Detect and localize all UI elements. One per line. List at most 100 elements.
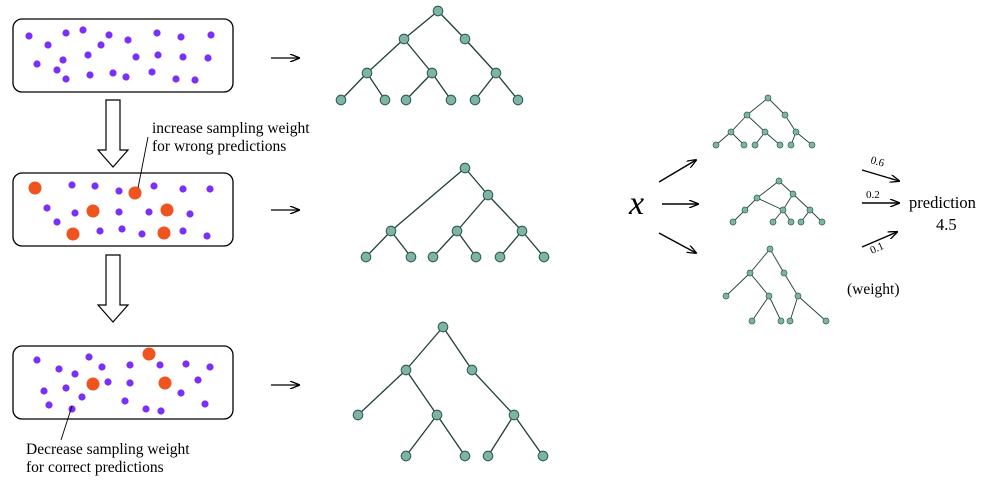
- tree-node: [806, 206, 814, 214]
- sample-dot: [150, 182, 158, 190]
- tree-edge: [730, 114, 748, 133]
- tree-edge: [797, 295, 827, 322]
- input-arrows: [658, 160, 698, 253]
- sample-dot: [25, 32, 33, 40]
- tree-node: [808, 141, 816, 149]
- sample-dots: [25, 26, 215, 415]
- tree-edge: [357, 369, 407, 416]
- tree-node: [780, 269, 788, 277]
- tree-node: [335, 94, 347, 106]
- sample-dot: [126, 379, 134, 387]
- sample-dot: [33, 356, 41, 364]
- sample-dot: [84, 51, 92, 59]
- sample-dot: [45, 401, 53, 409]
- sample-dot: [145, 208, 153, 216]
- tree-node: [789, 190, 797, 198]
- tree-node: [751, 141, 759, 149]
- tree-node: [748, 317, 756, 325]
- tree-node: [361, 67, 373, 79]
- tree-edge: [487, 194, 523, 232]
- tree-node: [746, 269, 754, 277]
- tree-edge: [456, 194, 489, 232]
- sample-dot: [115, 187, 123, 195]
- tree-node: [781, 111, 789, 119]
- sample-dot: [204, 54, 212, 62]
- weight-arrow-top: [861, 169, 899, 181]
- input-symbol: x: [628, 185, 644, 222]
- reweighted-sample-dot: [128, 186, 142, 200]
- sample-dot: [68, 181, 76, 189]
- tree-edge: [768, 295, 782, 322]
- tree-node: [445, 94, 457, 106]
- tree-3: [352, 321, 549, 462]
- sample-dot: [179, 53, 187, 61]
- tree-node: [777, 317, 785, 325]
- tree-edge: [340, 72, 368, 101]
- tree-edge: [499, 230, 523, 258]
- sample-dot: [62, 29, 70, 37]
- tree-edge: [366, 38, 405, 74]
- tree-node: [776, 141, 784, 149]
- sample-dot: [55, 365, 63, 373]
- tree-node: [512, 94, 524, 106]
- reweighted-sample-dot: [160, 203, 174, 217]
- sample-dot: [122, 73, 130, 81]
- sample-dot: [71, 370, 79, 378]
- tree-edge: [431, 72, 452, 101]
- down-arrow-2: [96, 254, 130, 323]
- ensemble-tree-3: [722, 245, 830, 325]
- reweighted-sample-dot: [158, 376, 172, 390]
- tree-node: [727, 128, 735, 136]
- tree-edge: [751, 295, 770, 322]
- sample-dot: [44, 41, 52, 49]
- tree-node: [508, 409, 520, 421]
- prediction-value: 4.5: [936, 215, 957, 234]
- tree-edge: [464, 167, 489, 196]
- sample-dot: [156, 361, 164, 369]
- tree-node: [405, 251, 417, 263]
- sample-dot: [43, 204, 51, 212]
- tree-edge: [783, 272, 799, 297]
- sample-dot: [59, 56, 67, 64]
- sample-dot: [118, 225, 126, 233]
- sample-dot: [138, 230, 146, 238]
- sample-dot: [194, 376, 202, 384]
- tree-edge: [756, 180, 780, 199]
- tree-node: [379, 94, 391, 106]
- sample-dot: [207, 31, 215, 39]
- tree-edge: [442, 326, 473, 371]
- sample-dot: [105, 31, 113, 39]
- increase-label-line1: increase sampling weight: [152, 120, 310, 137]
- sample-dot: [177, 389, 185, 397]
- tree-node: [786, 317, 794, 325]
- tree-node: [466, 364, 478, 376]
- tree-node: [482, 189, 494, 201]
- reweighted-sample-dot: [142, 347, 156, 361]
- tree-node: [729, 218, 737, 226]
- tree-node: [459, 33, 471, 45]
- weight-label: (weight): [847, 281, 900, 298]
- sample-dot: [109, 69, 117, 77]
- tree-edge: [756, 197, 784, 211]
- tree-node: [792, 128, 800, 136]
- tree-node: [400, 364, 412, 376]
- tree-node: [490, 67, 502, 79]
- sample-dot: [153, 29, 161, 37]
- tree-node: [494, 251, 506, 263]
- increase-pointer: [137, 136, 149, 189]
- sample-dot: [33, 60, 41, 68]
- tree-node: [360, 251, 372, 263]
- sample-dot: [142, 405, 150, 413]
- tree-edge: [746, 114, 766, 133]
- tree-node: [451, 225, 463, 237]
- tree-edge: [792, 193, 811, 211]
- weight-value-bottom: 0.1: [868, 240, 885, 257]
- input-arrow-bottom: [658, 232, 696, 253]
- tree-edge: [403, 10, 439, 40]
- tree-node: [787, 141, 795, 149]
- down-arrow-1: [96, 99, 130, 168]
- tree-node: [779, 206, 787, 214]
- tree-edge: [405, 414, 438, 457]
- sample-dot: [98, 363, 106, 371]
- tree-node: [426, 67, 438, 79]
